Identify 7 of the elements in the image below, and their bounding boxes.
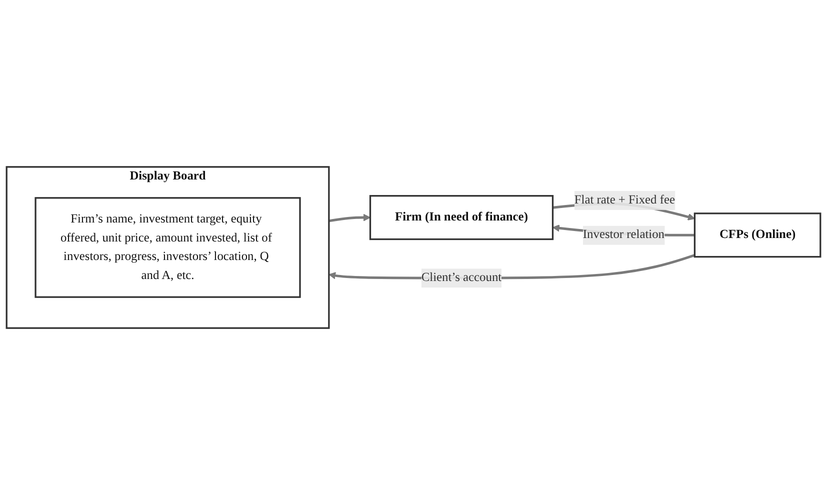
edge-label: Investor relation [582, 228, 665, 242]
arrow [328, 214, 371, 222]
node-box: Firm (In need of finance) [369, 195, 554, 240]
node-box: CFPs (Online) [694, 212, 822, 258]
edge-label: Flat rate + Fixed fee [574, 193, 675, 207]
node-box: Firm’s name, investment target, equity offered, unit price, amount invested, list of investors, progress, investors’ location, Q and A, etc. [34, 197, 301, 298]
edge-label: Client’s account [421, 271, 502, 284]
